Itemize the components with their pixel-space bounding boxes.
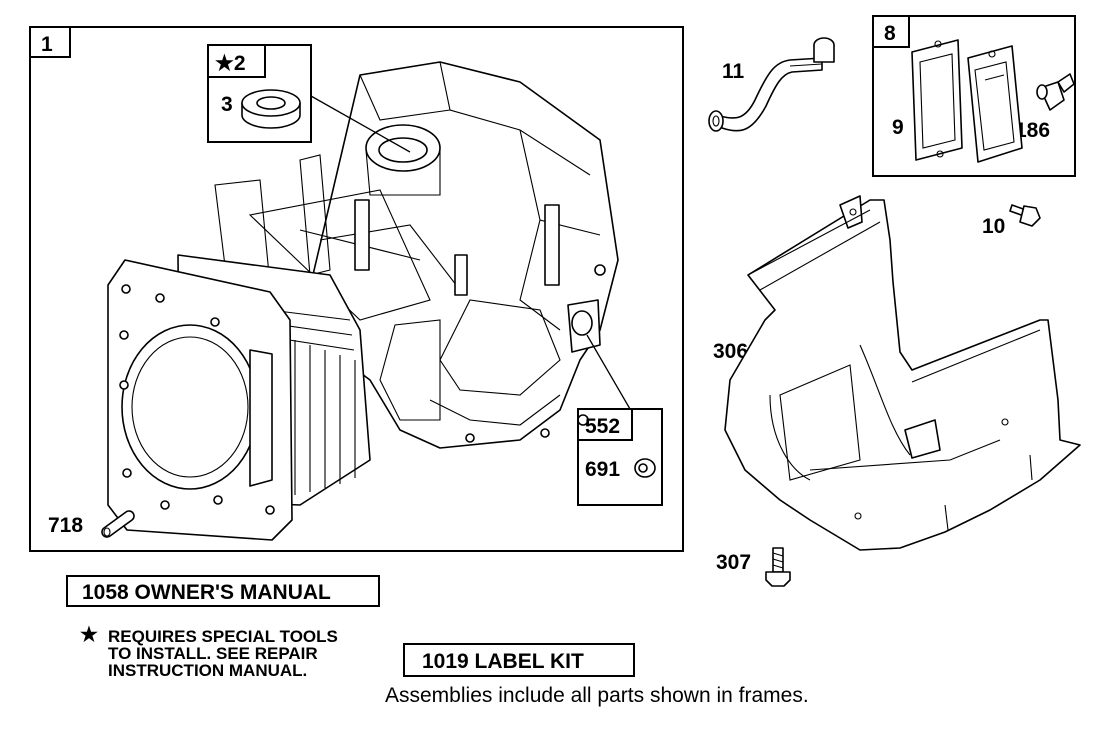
frame-2-tag: [207, 44, 266, 78]
frame-1-tag: [29, 26, 71, 58]
callout-691: 691: [585, 458, 620, 481]
cylinder-block: [107, 61, 619, 541]
callout-307: 307: [716, 551, 751, 574]
oil-seal: [241, 89, 301, 129]
valve-cover-gasket: [911, 39, 963, 161]
callout-186: 186: [1015, 119, 1050, 142]
callout-552: 552: [585, 415, 620, 438]
note-line-1: REQUIRES SPECIAL TOOLS: [108, 627, 338, 646]
dowel-pin: [101, 510, 135, 538]
valve-cover: [967, 45, 1023, 163]
frame-552-tag: [577, 408, 633, 441]
callout-1: 1: [41, 33, 53, 56]
note-line-3: INSTRUCTION MANUAL.: [108, 661, 308, 680]
callout-8: 8: [884, 22, 896, 45]
label-kit-label: 1019 LABEL KIT: [422, 650, 584, 673]
bolt-10: [1009, 204, 1041, 227]
callout-10: 10: [982, 215, 1005, 238]
note-line-2: TO INSTALL. SEE REPAIR: [108, 644, 318, 663]
leader-2: [310, 95, 411, 153]
grommet: [634, 458, 656, 478]
assemblies-caption: Assemblies include all parts shown in fr…: [385, 684, 809, 707]
callout-9: 9: [892, 116, 904, 139]
callout-718: 718: [48, 514, 83, 537]
callout-2: ★2: [215, 52, 246, 75]
label-kit-box: [403, 643, 635, 677]
owners-manual-box: [66, 575, 380, 607]
owners-manual-label: 1058 OWNER'S MANUAL: [82, 581, 331, 604]
callout-306: 306: [713, 340, 748, 363]
leader-552: [586, 334, 631, 410]
special-tools-note: ★ REQUIRES SPECIAL TOOLS TO INSTALL. SEE…: [80, 625, 338, 680]
screw-307: [765, 547, 791, 587]
breather-elbow: [1036, 73, 1075, 111]
callout-11: 11: [722, 60, 745, 83]
breather-tube: [708, 37, 835, 132]
frame-1: [29, 26, 684, 552]
callout-3: 3: [221, 93, 233, 116]
star-icon: ★: [80, 624, 98, 646]
cylinder-shroud: [724, 195, 1081, 551]
frame-8-tag: [872, 15, 910, 48]
frame-8: [872, 15, 1076, 177]
